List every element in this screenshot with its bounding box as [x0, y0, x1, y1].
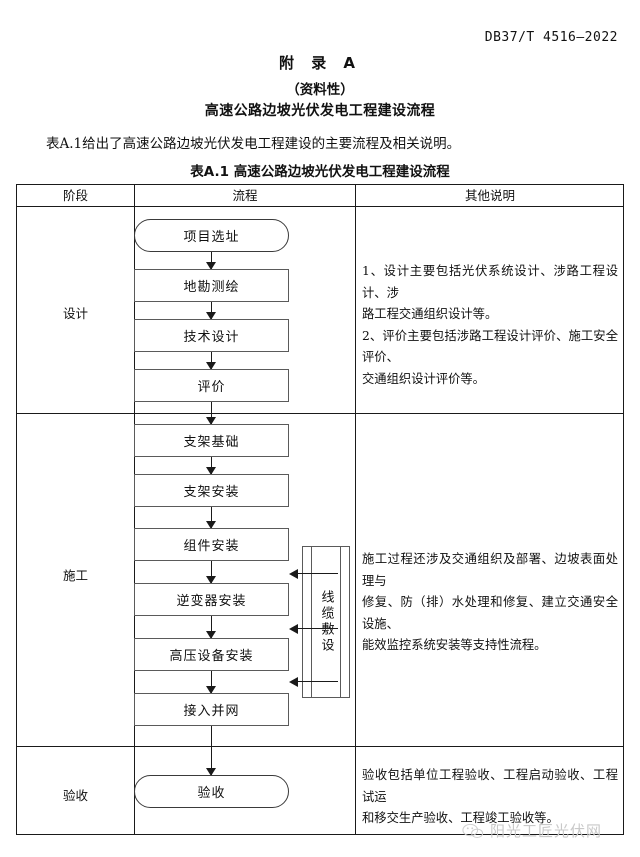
process-flow-table: 阶段 流程 其他说明 设计 施工 验收 项目选址 地勘测绘 技术设计 评价 支架… — [16, 184, 624, 835]
note-line: 路工程交通组织设计等。 — [362, 307, 498, 322]
flow-arrow-4 — [204, 402, 219, 425]
note-line: 修复、防（排）水处理和修复、建立交通安全设施、 — [362, 595, 618, 631]
note-construction: 施工过程还涉及交通组织及部署、边坡表面处理与 修复、防（排）水处理和修复、建立交… — [356, 549, 618, 657]
note-line: 施工过程还涉及交通组织及部署、边坡表面处理与 — [362, 552, 618, 588]
cable-arrow-to-module — [289, 567, 338, 581]
flow-arrow-5 — [204, 457, 219, 475]
flow-node-module-installation: 组件安装 — [134, 528, 289, 561]
flow-arrow-10 — [204, 726, 219, 776]
flow-arrow-7 — [204, 561, 219, 584]
cable-arrow-to-inverter — [289, 622, 338, 636]
table-header-note: 其他说明 — [464, 188, 515, 203]
flow-node-geological-survey: 地勘测绘 — [134, 269, 289, 302]
header-divider — [17, 206, 623, 208]
stage-label-construction: 施工 — [62, 568, 88, 583]
note-line: 和移交生产验收、工程竣工验收等。 — [362, 811, 559, 826]
table-header-flow: 流程 — [232, 188, 258, 203]
flow-node-technical-design: 技术设计 — [134, 319, 289, 352]
standard-code-header: DB37/T 4516—2022 — [484, 30, 618, 45]
stage-label-acceptance: 验收 — [62, 788, 88, 803]
note-line: 验收包括单位工程验收、工程启动验收、工程试运 — [362, 768, 618, 804]
flowchart: 项目选址 地勘测绘 技术设计 评价 支架基础 支架安装 组件安装 逆变器安装 高… — [17, 185, 625, 836]
note-acceptance: 验收包括单位工程验收、工程启动验收、工程试运 和移交生产验收、工程竣工验收等。 — [356, 765, 618, 830]
appendix-subject: 高速公路边坡光伏发电工程建设流程 — [204, 103, 436, 119]
flow-node-evaluation: 评价 — [134, 369, 289, 402]
watermark-text: 阳光工匠光伏网 — [490, 822, 603, 840]
row-divider-construction-acceptance — [17, 746, 623, 748]
intro-paragraph: 表A.1给出了高速公路边坡光伏发电工程建设的主要流程及相关说明。 — [46, 136, 461, 152]
flow-arrow-1 — [204, 252, 219, 270]
stage-label-design: 设计 — [62, 306, 88, 321]
cable-arrow-to-hv — [289, 675, 338, 689]
note-line: 2、评价主要包括涉路工程设计评价、施工安全评价、 — [362, 328, 618, 365]
watermark: 阳光工匠光伏网 — [462, 820, 602, 841]
flow-node-inverter-installation: 逆变器安装 — [134, 583, 289, 616]
flow-arrow-2 — [204, 302, 219, 320]
row-divider-design-construction — [17, 413, 623, 415]
note-line: 1、设计主要包括光伏系统设计、涉路工程设计、涉 — [362, 264, 618, 300]
flow-node-bracket-installation: 支架安装 — [134, 474, 289, 507]
flow-node-bracket-foundation: 支架基础 — [134, 424, 289, 457]
flow-node-cable-laying: 线缆敷设 — [302, 546, 350, 698]
flow-node-site-selection: 项目选址 — [134, 219, 289, 252]
appendix-title: 附 录 A — [278, 54, 362, 72]
column-divider-1 — [134, 185, 136, 834]
flow-node-grid-connection: 接入并网 — [134, 693, 289, 726]
column-divider-2 — [355, 185, 357, 834]
flow-node-cable-laying-label: 线缆敷设 — [318, 590, 334, 654]
note-line: 交通组织设计评价等。 — [362, 371, 485, 386]
flow-arrow-6 — [204, 507, 219, 529]
note-design: 1、设计主要包括光伏系统设计、涉路工程设计、涉 路工程交通组织设计等。 2、评价… — [356, 261, 618, 390]
flow-arrow-9 — [204, 671, 219, 694]
appendix-kind: （资料性） — [286, 82, 354, 98]
flow-node-hv-equipment-installation: 高压设备安装 — [134, 638, 289, 671]
flow-arrow-3 — [204, 352, 219, 370]
table-caption: 表A.1 高速公路边坡光伏发电工程建设流程 — [190, 164, 450, 180]
table-header-stage: 阶段 — [62, 188, 88, 203]
note-line: 能效监控系统安装等支持性流程。 — [362, 638, 547, 653]
flow-arrow-8 — [204, 616, 219, 639]
wechat-icon — [462, 823, 484, 838]
flow-node-acceptance: 验收 — [134, 775, 289, 808]
